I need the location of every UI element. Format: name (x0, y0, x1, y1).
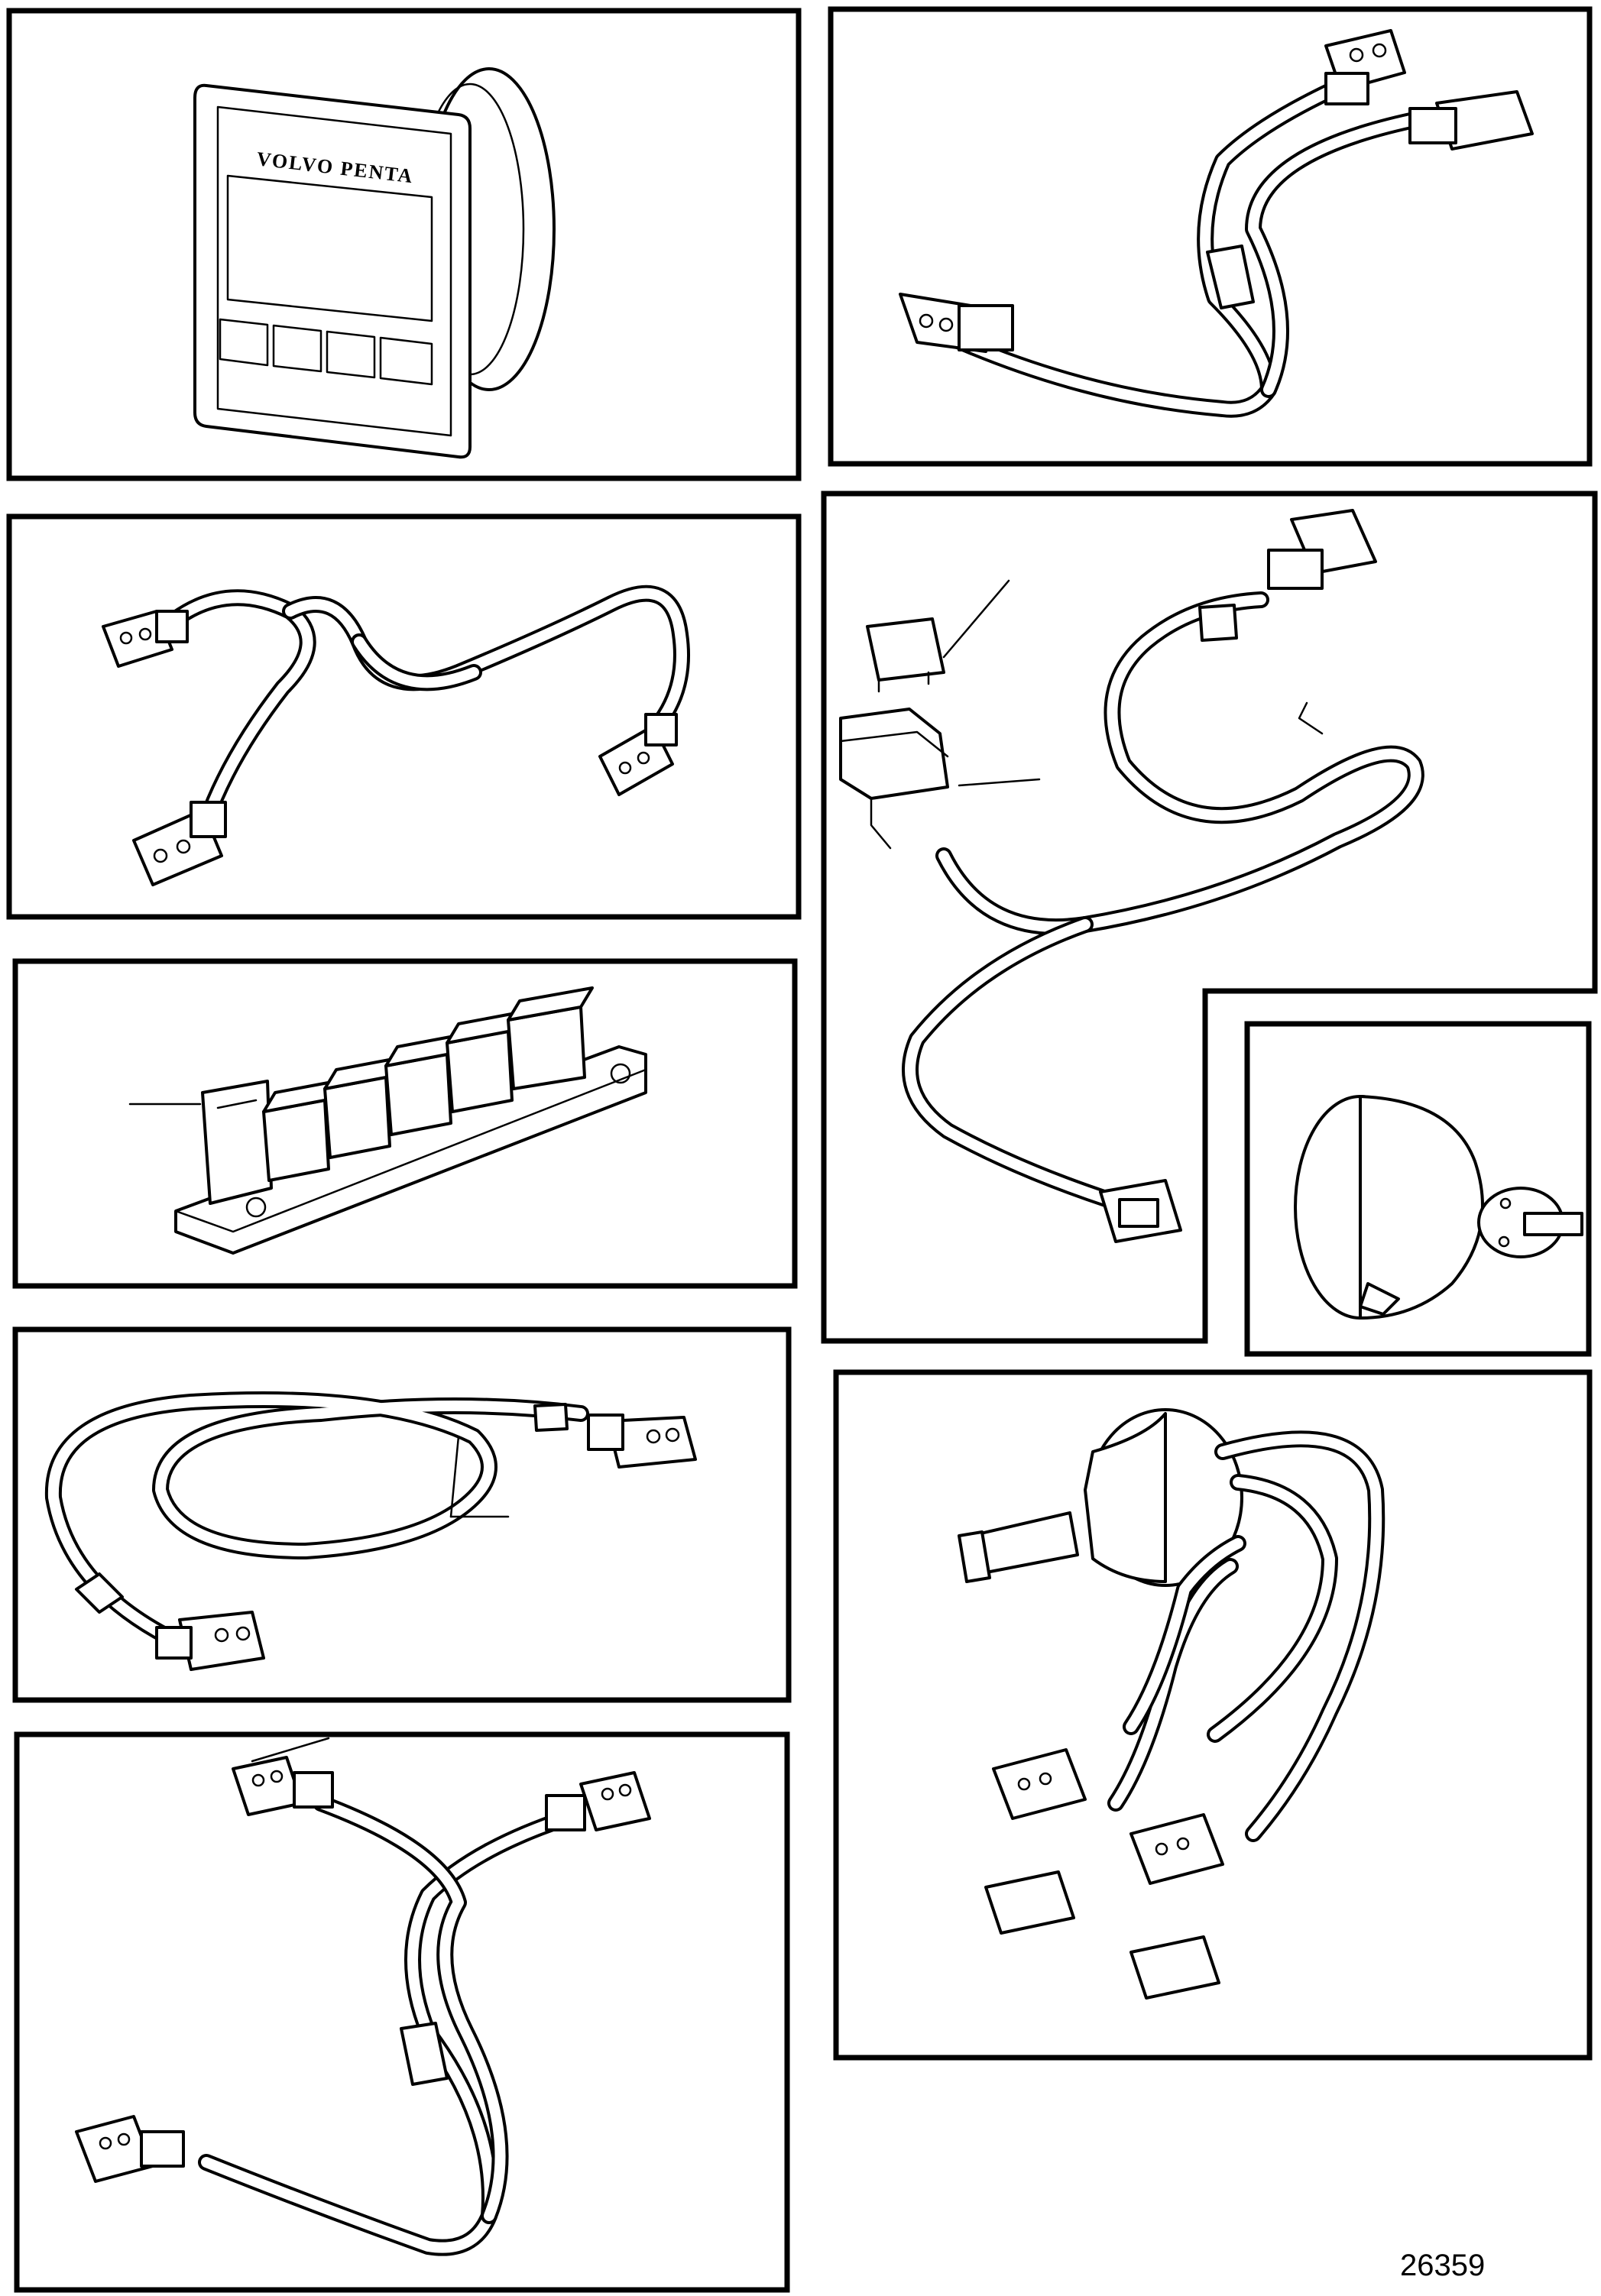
connector-lower-left (75, 2115, 185, 2183)
connector-right (1408, 90, 1534, 151)
connector-top (1267, 509, 1377, 590)
connector-top (587, 1414, 697, 1469)
connector-3 (1129, 1813, 1224, 1885)
connector-1 (992, 1748, 1087, 1820)
connector-b (132, 801, 227, 886)
panel-y-harness-bottom (14, 1731, 790, 2293)
document-number: 26359 (1400, 2249, 1485, 2282)
socket-1 (201, 1080, 273, 1205)
connector-upper-right (545, 1771, 651, 1831)
connector-a (102, 610, 189, 668)
junction-block-icon (128, 986, 647, 1255)
sensor-icon (1294, 1095, 1583, 1320)
panel-y-harness-top (828, 6, 1593, 467)
panel-sensor-small (1244, 1021, 1592, 1357)
panel-sensor-with-harness (833, 1369, 1593, 2061)
display-unit-icon: VOLVO PENTA (193, 67, 556, 459)
relay-icon (866, 617, 945, 693)
panel-relay-harness (821, 491, 1598, 1344)
connector-bottom (1099, 1179, 1182, 1243)
y-harness-top-icon (899, 29, 1534, 418)
sensor-harness-icon (958, 1408, 1385, 2000)
panel-harness-two-connector (6, 513, 802, 920)
connector-top (1324, 29, 1406, 105)
y-harness-bottom-icon (75, 1737, 651, 2256)
socket-6 (507, 986, 594, 1090)
connector-2 (984, 1870, 1075, 1935)
panel-coiled-cable (12, 1326, 792, 1703)
connector-left (899, 293, 1014, 353)
coiled-cable-icon (44, 1391, 697, 1671)
connector-4 (1129, 1935, 1220, 2000)
socket-2 (262, 1080, 338, 1182)
harness-two-connector-icon (102, 585, 690, 886)
connector-c (598, 713, 678, 796)
relay-harness-icon (839, 509, 1424, 1243)
connector-bottom (155, 1611, 265, 1671)
panel-display-unit: VOLVO PENTA (6, 8, 802, 481)
panel-junction-block (12, 958, 798, 1289)
connector-upper-left (232, 1756, 334, 1816)
relay-socket-icon (839, 708, 949, 850)
socket-3 (323, 1057, 399, 1159)
socket-4 (384, 1034, 460, 1136)
